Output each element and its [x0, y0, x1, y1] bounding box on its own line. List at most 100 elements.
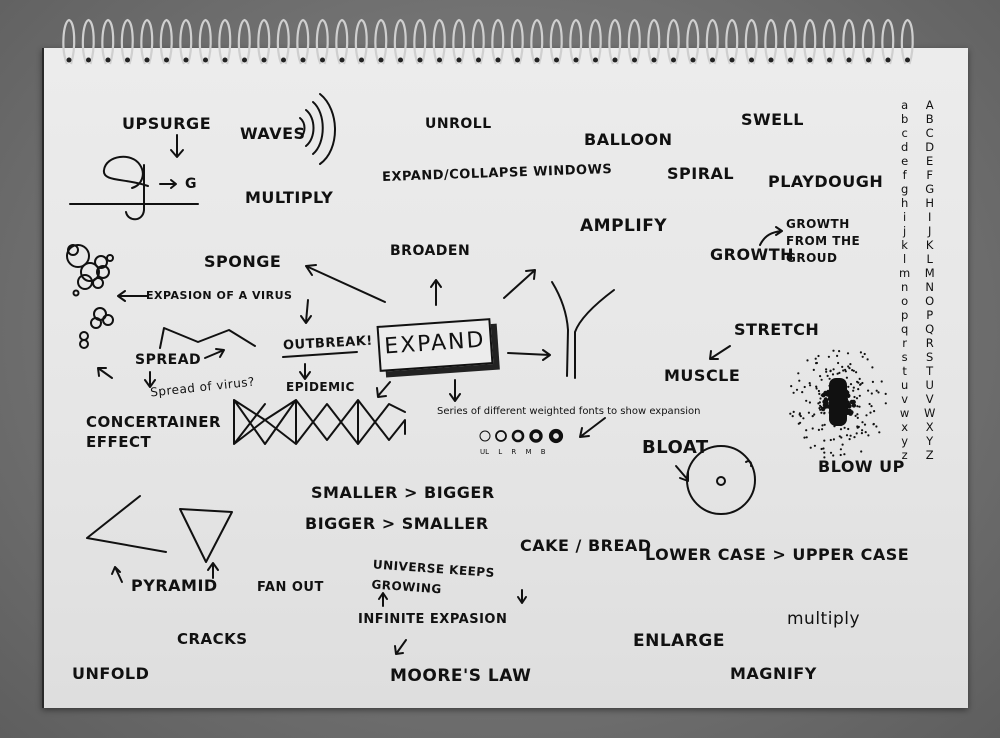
epidemic-arrow: [299, 363, 311, 380]
alphabet-letter: p: [900, 308, 909, 322]
y-shape-doodle: [551, 281, 615, 379]
alphabet-letter: m: [899, 266, 911, 280]
word-multiply-caps: MULTIPLY: [245, 188, 334, 207]
alphabet-letter: q: [900, 322, 909, 336]
alphabet-letter: c: [901, 126, 908, 140]
fonts-arrow: [579, 417, 606, 438]
alphabet-letter: U: [925, 378, 934, 392]
waves-icon: [299, 93, 336, 165]
alphabet-letter: t: [902, 364, 907, 378]
word-expansion-virus: EXPASION OF A VIRUS: [146, 289, 293, 302]
spread-arrow: [204, 348, 225, 359]
growth-arrow: [759, 226, 783, 246]
alphabet-letter: g: [900, 182, 909, 196]
alphabet-letter: J: [927, 224, 932, 238]
alphabet-letter: b: [900, 112, 909, 126]
spiral-binding: [62, 18, 914, 65]
word-weight-labels: UL L R M B: [480, 448, 546, 456]
alphabet-letter: z: [901, 448, 908, 462]
word-pyramid: PYRAMID: [131, 576, 218, 595]
word-bigger-smaller: BIGGER > SMALLER: [305, 514, 489, 533]
alphabet-letter: l: [903, 252, 907, 266]
word-lower-upper: LOWER CASE > UPPER CASE: [645, 545, 910, 564]
alphabet-letter: D: [925, 140, 935, 154]
pyramid-arrow-right: [207, 562, 219, 579]
arrow-to-virus: [117, 290, 149, 302]
word-stretch: STRETCH: [734, 320, 820, 339]
alphabet-letter: s: [901, 350, 908, 364]
word-spread: SPREAD: [135, 352, 202, 368]
bubbles-doodle: [66, 244, 114, 349]
alphabet-letter: n: [900, 280, 909, 294]
alphabet-letter: I: [927, 210, 932, 224]
arrow-to-broaden: [430, 279, 442, 306]
alphabet-letter: a: [901, 98, 909, 112]
alphabet-letter: e: [901, 154, 909, 168]
weighted-circles: [479, 428, 564, 444]
arrow-to-widen: [507, 349, 551, 361]
alphabet-letter: O: [925, 294, 935, 308]
word-magnify: MAGNIFY: [730, 664, 817, 683]
arrow-to-concertina: [376, 381, 391, 398]
word-upsurge: UPSURGE: [122, 114, 212, 133]
alphabet-letter: i: [903, 210, 907, 224]
word-sponge: SPONGE: [204, 252, 282, 271]
blow-up-dots: [789, 349, 887, 459]
word-multiply-lower: multiply: [787, 609, 861, 629]
word-blow-up: BLOW UP: [818, 457, 905, 476]
alphabet-letter: X: [925, 420, 934, 434]
alphabet-letter: x: [901, 420, 908, 434]
alphabet-letter: T: [926, 364, 934, 378]
outbreak-arrow: [300, 299, 312, 324]
letter-g-doodle: [102, 155, 149, 221]
pyramid-arrow-left: [111, 566, 123, 583]
word-infinite: INFINITE EXPASION: [358, 612, 508, 627]
word-weights-caption: Series of different weighted fonts to sh…: [437, 406, 701, 417]
word-smaller-bigger: SMALLER > BIGGER: [311, 483, 495, 502]
alphabet-letter: C: [925, 126, 934, 140]
alphabet-letter: j: [903, 224, 907, 238]
alphabet-letter: u: [900, 378, 909, 392]
concertina-doodle: [233, 399, 406, 445]
sketchbook-page: [42, 48, 968, 708]
word-growth: GROWTH: [710, 245, 795, 264]
word-playdough: PLAYDOUGH: [768, 172, 884, 191]
expand-box: EXPAND: [376, 318, 494, 372]
word-fan-out: FAN OUT: [257, 580, 324, 595]
pyramid-lines: [86, 495, 167, 553]
alphabet-letter: r: [902, 336, 907, 350]
word-waves: WAVES: [240, 124, 306, 143]
alphabet-letter: V: [925, 392, 934, 406]
alphabet-letter: o: [901, 294, 909, 308]
alphabet-letter: G: [925, 182, 935, 196]
alphabet-letter: K: [925, 238, 934, 252]
word-bloat: BLOAT: [642, 437, 709, 458]
growing-arrow: [517, 589, 527, 604]
alphabet-letter: f: [902, 168, 907, 182]
alphabet-letter: Z: [925, 448, 934, 462]
g-arrow: [159, 179, 177, 189]
concertina-arrow: [97, 367, 113, 379]
central-word: EXPAND: [383, 327, 487, 360]
alphabet-letter: F: [926, 168, 933, 182]
alphabet-letter: E: [926, 154, 934, 168]
bloat-arrow: [675, 465, 689, 482]
word-spiral: SPIRAL: [667, 164, 735, 183]
word-g: G: [185, 176, 197, 192]
alphabet-letter: S: [926, 350, 934, 364]
word-concertainer: CONCERTAINER EFFECT: [86, 413, 222, 451]
alphabet-letter: k: [901, 238, 908, 252]
alphabet-letter: M: [924, 266, 935, 280]
word-cracks: CRACKS: [177, 630, 248, 648]
word-amplify: AMPLIFY: [580, 216, 668, 236]
word-balloon: BALLOON: [584, 130, 673, 149]
word-unroll: UNROLL: [425, 116, 492, 132]
word-broaden: BROADEN: [390, 243, 471, 259]
alphabet-letter: Y: [926, 434, 934, 448]
alphabet-letter: N: [925, 280, 934, 294]
alphabet-letter: P: [926, 308, 934, 322]
word-unfold: UNFOLD: [72, 664, 150, 683]
